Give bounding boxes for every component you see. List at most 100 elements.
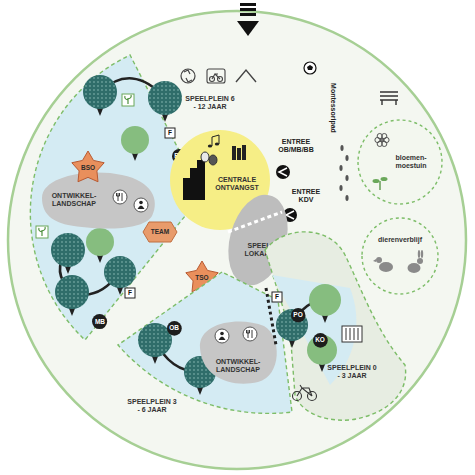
person-icon: [134, 198, 148, 212]
bike-icon: [293, 385, 317, 401]
tree: [51, 233, 85, 274]
entrance-arrow: [276, 165, 290, 179]
food-icon-part: [117, 193, 123, 201]
animal-circle: dierenverblijf: [360, 216, 440, 296]
sprout-icon-part: [373, 179, 380, 183]
person-icon-part: [215, 329, 229, 343]
development-landscape-shape: [196, 315, 282, 389]
tree: [121, 126, 149, 161]
zone-label: ONTWIKKEL- LANDSCHAP: [215, 358, 261, 373]
person-icon-part: [138, 206, 145, 210]
tree-part: [307, 335, 337, 365]
badge-label: F: [168, 129, 172, 136]
bench-icon: [380, 92, 398, 105]
food-icon: [243, 327, 257, 341]
tree-part: [121, 126, 149, 154]
tree: [55, 275, 89, 316]
footsteps-part: [339, 185, 342, 191]
ball-icon: [304, 62, 316, 74]
plant-icon-part: [39, 227, 45, 236]
sprout-icon: [373, 177, 388, 190]
entrance-label: ENTREE KDV: [286, 188, 326, 203]
badge-label: KO: [315, 336, 325, 343]
badge-label: TSO: [195, 274, 208, 281]
person-icon-part: [219, 337, 226, 341]
zone-label: ONTWIKKEL- LANDSCHAP: [51, 192, 97, 207]
facility-box-outline: [272, 292, 282, 302]
tree-part: [83, 75, 117, 109]
food-icon: [113, 190, 127, 204]
crib-icon: [342, 326, 362, 342]
building-icon: [183, 160, 205, 200]
bike-icon-part: [297, 385, 312, 396]
music-icon: [208, 135, 219, 148]
footsteps-part: [340, 145, 343, 151]
passage-line: [228, 212, 282, 232]
main-entrance-marker-part: [240, 8, 256, 11]
tree-part: [148, 81, 182, 115]
flower-icon: [375, 134, 389, 147]
group-badge: KO: [313, 333, 328, 348]
zone-label: dierenverblijf: [375, 236, 425, 244]
zone-label: CENTRALE ONTVANGST: [211, 176, 263, 191]
badge-label: BSO: [81, 164, 95, 171]
path-label: Montessoripad: [329, 77, 337, 139]
care-star-outline: [72, 151, 104, 182]
bike-parking-icon-part: [212, 74, 220, 79]
group-badge: PO: [291, 308, 305, 322]
bike-parking-icon-part: [207, 69, 225, 83]
badge-label: TEAM: [151, 228, 169, 235]
facility-box-outline: [125, 288, 135, 298]
tree-part: [51, 233, 85, 267]
plant-icon-part: [122, 94, 134, 106]
chicken-icon-part: [379, 262, 393, 272]
garden-circle-drawing: [358, 120, 442, 204]
books-icon-part: [232, 146, 236, 160]
recycle-icon-part: [181, 69, 195, 83]
person-icon: [215, 329, 229, 343]
tree-part: [309, 284, 341, 316]
theatre-icon: [201, 152, 217, 165]
person-icon-part: [220, 332, 224, 336]
food-icon-part: [243, 327, 257, 341]
development-landscape-outline: [200, 321, 277, 383]
books-icon: [232, 145, 246, 160]
rabbit-icon-part: [417, 258, 423, 264]
tree: [309, 284, 341, 323]
footsteps-part: [345, 195, 348, 201]
tree-part: [55, 275, 89, 309]
books-icon-part: [237, 148, 241, 160]
ball-icon-part: [307, 65, 313, 70]
ball-icon-part: [304, 62, 316, 74]
development-landscape-drawing: [200, 321, 277, 383]
crib-icon-part: [346, 328, 358, 340]
development-landscape: ONTWIKKEL- LANDSCHAP: [38, 165, 164, 235]
tree-part: [104, 256, 136, 288]
facility-box: F: [272, 292, 282, 302]
plant-icon-part: [125, 95, 131, 104]
site-boundary: [8, 11, 466, 469]
development-landscape: ONTWIKKEL- LANDSCHAP: [196, 315, 282, 389]
zone-label: SPEELPLEIN 3 - 6 JAAR: [127, 398, 177, 413]
garden-circle: bloemen- moestuin: [356, 118, 444, 206]
theatre-icon-part: [201, 152, 209, 162]
zone-label: bloemen- moestuin: [389, 154, 433, 169]
plant-icon: [122, 94, 134, 106]
facility-box: F: [165, 128, 175, 138]
crib-icon-part: [342, 326, 362, 342]
badge-label: F: [128, 289, 132, 296]
rabbit-icon-part: [418, 250, 420, 258]
chicken-icon-part: [373, 259, 376, 262]
development-landscape-outline: [42, 173, 155, 229]
animal-circle-shape: [360, 216, 440, 296]
main-entrance-marker-part: [240, 3, 256, 6]
food-icon-part: [247, 330, 253, 338]
badge-label: F: [275, 293, 279, 300]
recycle-icon: [181, 69, 195, 83]
garden-circle-outline: [358, 120, 442, 204]
tree-part: [104, 256, 136, 288]
tree-part: [83, 75, 117, 109]
animal-circle-outline: [362, 218, 438, 294]
plant-icon-part: [36, 226, 48, 238]
zone-label: SPEELPLEIN 6 - 12 JAAR: [185, 95, 235, 110]
